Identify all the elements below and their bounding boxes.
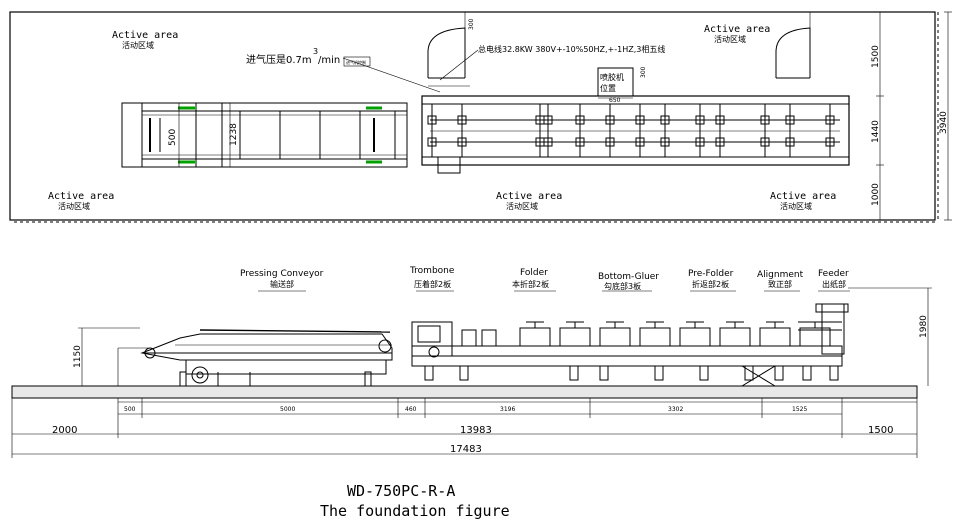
plan-arch-right xyxy=(775,27,811,78)
plan-frame xyxy=(635,104,645,157)
active-area-label-1-cn: 活动区域 xyxy=(122,40,154,50)
elevation-station xyxy=(519,321,551,346)
dim-300-b: 300 xyxy=(640,66,647,78)
plan-frame xyxy=(543,104,553,157)
section-label-feeder-cn: 出纸部 xyxy=(822,279,846,289)
dim-650: 650 xyxy=(609,97,621,104)
section-label-alignment: Alignment xyxy=(757,270,804,280)
segment-dim-3196: 3196 xyxy=(500,406,515,413)
plan-border xyxy=(9,11,936,221)
active-area-label-2-cn: 活动区域 xyxy=(714,34,746,44)
plan-frame xyxy=(427,104,437,157)
section-label-pressing-conveyor: Pressing Conveyor xyxy=(240,269,324,279)
dim-1500: 1500 xyxy=(871,45,881,68)
elevation-station xyxy=(759,321,791,346)
section-label-trombone-cn: 压着部2板 xyxy=(414,279,451,289)
floor xyxy=(11,385,918,399)
elevation-view xyxy=(11,287,932,458)
section-label-pre-folder: Pre-Folder xyxy=(688,269,734,279)
dim-1238: 1238 xyxy=(229,123,239,146)
active-area-label-4-cn: 活动区域 xyxy=(506,201,538,211)
plan-frame xyxy=(695,104,705,157)
section-label-bottom-gluer: Bottom-Gluer xyxy=(598,272,659,282)
dim-500: 500 xyxy=(168,129,178,146)
glue-unit-label-line1: 喷胶机 xyxy=(600,72,624,82)
section-label-pre-folder-cn: 折返部2板 xyxy=(692,279,729,289)
section-label-folder: Folder xyxy=(520,268,548,278)
active-area-label-1: Active area xyxy=(112,30,178,41)
segment-dim-460: 460 xyxy=(405,406,417,413)
drawing-subtitle: The foundation figure xyxy=(320,502,510,520)
dim-1440: 1440 xyxy=(871,120,881,143)
segment-dim-500: 500 xyxy=(124,406,136,413)
section-label-trombone: Trombone xyxy=(409,266,455,276)
air-pressure-tag: 进气机控制 xyxy=(346,59,366,65)
elevation-station-group xyxy=(461,321,831,347)
power-note: 总电线32.8KW 380V+-10%50HZ,+-1HZ,3相五线 xyxy=(478,44,665,54)
elevation-pressing-conveyor xyxy=(140,329,393,387)
segment-dim-5000: 5000 xyxy=(280,406,295,413)
plan-frame-group xyxy=(427,104,835,157)
plan-frame xyxy=(825,104,835,157)
plan-view xyxy=(9,11,952,223)
model-number: WD-750PC-R-A xyxy=(347,482,455,500)
plan-frame xyxy=(535,104,545,157)
plan-frame xyxy=(457,104,467,157)
glue-unit-box xyxy=(597,67,634,97)
plan-frame xyxy=(785,104,795,157)
dim-300-a: 300 xyxy=(468,18,475,30)
elevation-machine xyxy=(411,303,849,387)
air-pressure-tag-box xyxy=(343,56,371,67)
plan-frame xyxy=(605,104,615,157)
air-pressure-note: 进气压是0.7m xyxy=(246,53,312,66)
glue-unit-label-line2: 位置 xyxy=(600,83,616,93)
plan-arch-left xyxy=(427,27,466,78)
air-pressure-sup: 3 xyxy=(313,47,318,56)
dim-1500-elevation: 1500 xyxy=(868,425,893,436)
plan-frame xyxy=(760,104,770,157)
plan-frame xyxy=(575,104,585,157)
section-label-alignment-cn: 致正部 xyxy=(768,279,792,289)
active-area-label-5: Active area xyxy=(770,191,836,202)
dim-1150: 1150 xyxy=(73,345,83,368)
elevation-dims: 1150 1980 500 5000 460 3196 3302 1525 20… xyxy=(52,315,929,455)
air-pressure-unit: /min xyxy=(318,55,340,66)
section-label-feeder: Feeder xyxy=(818,269,849,279)
active-area-label-4: Active area xyxy=(496,191,562,202)
dim-1980: 1980 xyxy=(919,315,929,338)
section-labels: Pressing Conveyor 输送部 Trombone 压着部2板 Fol… xyxy=(240,266,849,291)
plan-labels: Active area 活动区域 Active area 活动区域 Active… xyxy=(48,18,949,211)
elevation-station xyxy=(481,329,497,347)
dim-2000: 2000 xyxy=(52,425,77,436)
elevation-station xyxy=(799,321,831,346)
dim-17483: 17483 xyxy=(450,444,482,455)
dim-1000: 1000 xyxy=(871,183,881,206)
section-label-pressing-conveyor-cn: 输送部 xyxy=(270,279,294,289)
elevation-station xyxy=(461,329,477,347)
active-area-label-3-cn: 活动区域 xyxy=(58,201,90,211)
elevation-station xyxy=(719,321,751,346)
dim-3940: 3940 xyxy=(939,111,949,134)
elevation-station xyxy=(559,321,591,346)
title-block: WD-750PC-R-A The foundation figure xyxy=(320,482,510,520)
elevation-station xyxy=(639,321,671,346)
plan-conveyor xyxy=(121,102,408,168)
plan-frame xyxy=(660,104,670,157)
active-area-label-3: Active area xyxy=(48,191,114,202)
elevation-station xyxy=(599,321,631,346)
plan-machine xyxy=(421,95,850,174)
active-area-label-5-cn: 活动区域 xyxy=(780,201,812,211)
section-label-bottom-gluer-cn: 勾底部3板 xyxy=(604,281,641,291)
plan-frame xyxy=(715,104,725,157)
segment-dim-3302: 3302 xyxy=(668,406,683,413)
dim-13983: 13983 xyxy=(460,425,492,436)
active-area-label-2: Active area xyxy=(704,24,770,35)
elevation-station xyxy=(679,321,711,346)
segment-dim-1525: 1525 xyxy=(792,406,807,413)
section-label-folder-cn: 本折部2板 xyxy=(512,279,549,289)
